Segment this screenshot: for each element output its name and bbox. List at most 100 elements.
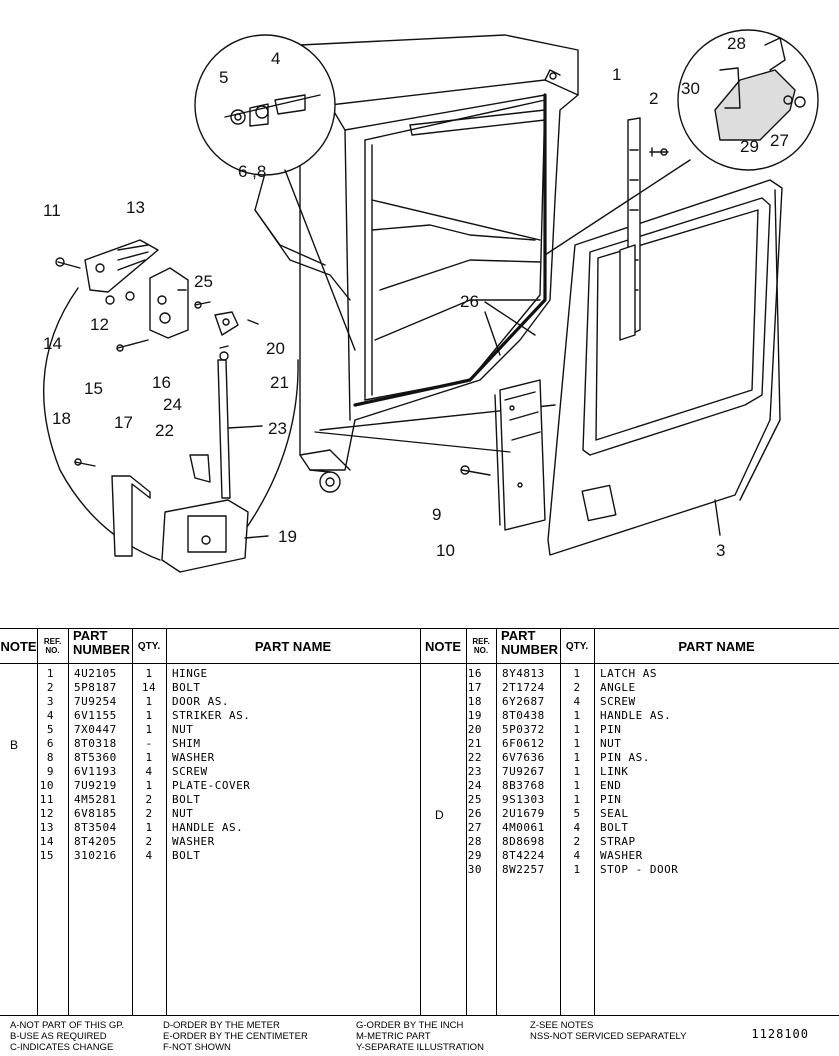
part-name-cell: SHIM	[172, 737, 201, 750]
qty-cell: 1	[573, 751, 581, 764]
header-part-name-right: PART NAME	[594, 629, 839, 664]
part-name-cell: END	[600, 779, 622, 792]
part-name-cell: BOLT	[172, 793, 201, 806]
part-name-cell: PIN	[600, 723, 622, 736]
part-number-cell: 8Y4813	[502, 667, 545, 680]
qty-cell: 2	[145, 835, 153, 848]
part-number-cell: 8T0438	[502, 709, 545, 722]
callout-4: 4	[271, 49, 280, 68]
qty-cell: 4	[573, 821, 581, 834]
ref-cell: 25	[467, 793, 482, 806]
qty-cell: 1	[573, 863, 581, 876]
header-part-name: PART NAME	[166, 629, 420, 664]
part-name-cell: STOP - DOOR	[600, 863, 679, 876]
callout-16: 16	[152, 373, 171, 392]
qty-cell: 2	[573, 681, 581, 694]
ref-cell: 10	[39, 779, 54, 792]
part-name-cell: ANGLE	[600, 681, 636, 694]
part-name-cell: LATCH AS	[600, 667, 657, 680]
qty-cell: 4	[145, 765, 153, 778]
ref-cell: 20	[467, 723, 482, 736]
qty-cell: 2	[145, 807, 153, 820]
qty-cell: 1	[145, 709, 153, 722]
part-number-cell: 8D8698	[502, 835, 545, 848]
callout-6-8: 6 ,8	[238, 162, 266, 181]
header-note: NOTE	[0, 629, 37, 664]
ref-cell: 23	[467, 765, 482, 778]
ref-cell: 27	[467, 821, 482, 834]
callout-15: 15	[84, 379, 103, 398]
qty-cell: 1	[145, 695, 153, 708]
ref-cell: 22	[467, 751, 482, 764]
ref-cell: 24	[467, 779, 482, 792]
qty-cell: 1	[145, 779, 153, 792]
qty-cell: 2	[573, 835, 581, 848]
part-name-cell: HINGE	[172, 667, 208, 680]
part-number-cell: 6V7636	[502, 751, 545, 764]
callout-2: 2	[649, 89, 658, 108]
part-name-cell: WASHER	[172, 751, 215, 764]
part-number-cell: 6V1193	[74, 765, 117, 778]
callout-18: 18	[52, 409, 71, 428]
ref-cell: 30	[467, 863, 482, 876]
ref-cell: 11	[39, 793, 54, 806]
header-qty-right: QTY.	[560, 629, 594, 664]
qty-cell: 14	[141, 681, 157, 694]
qty-cell: -	[145, 737, 153, 750]
ref-cell: 3	[46, 695, 54, 708]
callout-25: 25	[194, 272, 213, 291]
ref-cell: 21	[467, 737, 482, 750]
ref-cell: 29	[467, 849, 482, 862]
ref-cell: 4	[46, 709, 54, 722]
part-name-cell: SCREW	[172, 765, 208, 778]
ref-cell: 2	[46, 681, 54, 694]
qty-cell: 4	[145, 849, 153, 862]
ref-cell: 15	[39, 849, 54, 862]
ref-cell: 16	[467, 667, 482, 680]
ref-cell: 5	[46, 723, 54, 736]
callout-19: 19	[278, 527, 297, 546]
part-number-cell: 310216	[74, 849, 117, 862]
qty-cell: 5	[573, 807, 581, 820]
striker-detail-circle	[194, 34, 356, 351]
callout-14: 14	[43, 334, 62, 353]
part-name-cell: STRIKER AS.	[172, 709, 251, 722]
callout-labels: 1 2 3 4 5 6 ,8 9 10 11 12 13 14 15 16 17…	[43, 34, 789, 560]
callout-20: 20	[266, 339, 285, 358]
part-number-cell: 9S1303	[502, 793, 545, 806]
part-number-cell: 8B3768	[502, 779, 545, 792]
qty-cell: 4	[573, 849, 581, 862]
part-number-cell: 8T5360	[74, 751, 117, 764]
part-number-cell: 5P0372	[502, 723, 545, 736]
part-name-cell: PIN	[600, 793, 622, 806]
door-stop-detail-circle	[544, 29, 819, 256]
header-ref-no: REF.NO.	[37, 629, 68, 664]
note-marker-b: B	[10, 738, 19, 752]
callout-10: 10	[436, 541, 455, 560]
table-row: 25 9S1303 1 PIN	[466, 793, 839, 807]
qty-cell: 1	[145, 667, 153, 680]
door-assembly	[314, 117, 783, 556]
qty-cell: 1	[573, 793, 581, 806]
qty-cell: 1	[145, 723, 153, 736]
part-number-cell: 7U9267	[502, 765, 545, 778]
callout-24: 24	[163, 395, 182, 414]
